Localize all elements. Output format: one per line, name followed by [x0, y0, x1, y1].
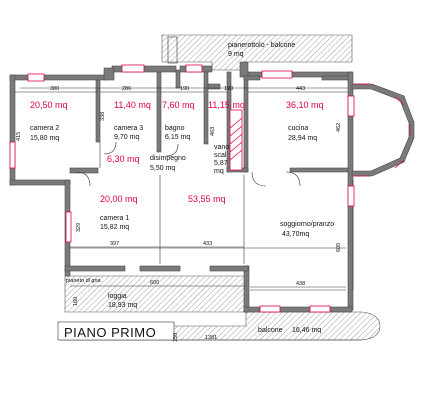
dim-415: 415 [16, 132, 22, 141]
balcone-name: balcone [258, 327, 283, 334]
dim-605: 605 [336, 243, 342, 252]
cucina-size: 28,94 mq [288, 135, 317, 142]
loggia-name: loggia [108, 293, 127, 300]
dim-443: 443 [296, 86, 305, 92]
dim-1381: 1381 [205, 335, 217, 341]
camera3-size: 9,70 mq [114, 134, 139, 141]
dim-286: 286 [122, 86, 131, 92]
dim-438: 438 [296, 281, 305, 287]
bay-window [351, 83, 415, 177]
vano-size-unit: mq [214, 168, 224, 175]
dim-397: 397 [110, 241, 119, 247]
stair-railing [167, 36, 178, 64]
windows [9, 64, 355, 313]
doors [75, 141, 301, 187]
loggia-size: 18,93 mq [108, 302, 137, 309]
dim-190b: 190 [224, 86, 233, 92]
camera2-area: 20,50 mq [30, 100, 68, 110]
balcone-size: 16,46 mq [292, 327, 321, 334]
cucina-name: cucina [288, 125, 308, 132]
dim-160: 160 [73, 297, 79, 306]
bagno-area: 7,60 mq [162, 100, 195, 110]
dim-463: 463 [210, 127, 216, 136]
plan-title: PIANO PRIMO [64, 325, 156, 340]
soggiorno-name: soggiorno/pranzo [280, 221, 334, 228]
camera2-name: camera 2 [30, 125, 59, 132]
pianerottolo-size: 9 mq [228, 51, 244, 58]
soggiorno-size: 43,70mq [282, 231, 309, 238]
disimpegno-size: 5,50 mq [150, 165, 175, 172]
cucina-area: 36,10 mq [286, 100, 324, 110]
camera1-area: 20,00 mq [100, 194, 138, 204]
dimensions: 380 286 190 190 443 415 338 463 462 329 … [16, 86, 342, 342]
camera1-name: camera 1 [100, 215, 129, 222]
disimpegno-area: 6,30 mq [107, 154, 140, 164]
dim-380: 380 [50, 86, 59, 92]
dim-329: 329 [76, 223, 82, 232]
balcone-area [171, 311, 381, 341]
title-box [57, 321, 175, 341]
camera3-area: 11,40 mq [114, 100, 151, 110]
bagno-size: 6,15 mq [165, 134, 190, 141]
stair [229, 109, 243, 171]
disimpegno-name: disimpegno [150, 155, 186, 162]
dim-600: 600 [150, 280, 159, 286]
piano-terra-note: pianeto di gna [66, 278, 101, 284]
thin-lines [20, 87, 354, 291]
camera1-size: 15,82 mq [100, 224, 129, 231]
dim-190a: 190 [180, 86, 189, 92]
soggiorno-area: 53,55 mq [188, 194, 226, 204]
dim-433: 433 [203, 241, 212, 247]
dim-338: 338 [100, 112, 106, 121]
vano-size: 5,87 [214, 160, 228, 167]
camera3-name: camera 3 [114, 125, 143, 132]
camera2-size: 15,80 mq [30, 135, 59, 142]
pianerottolo-name: pianerottolo - balcone [228, 42, 295, 49]
vano-area: 11,15 mq [208, 100, 245, 110]
dim-150: 150 [173, 333, 179, 342]
vano-name-2: scal [214, 152, 227, 159]
vano-name: vano [214, 144, 229, 151]
bagno-name: bagno [165, 125, 185, 132]
dim-462: 462 [336, 123, 342, 132]
